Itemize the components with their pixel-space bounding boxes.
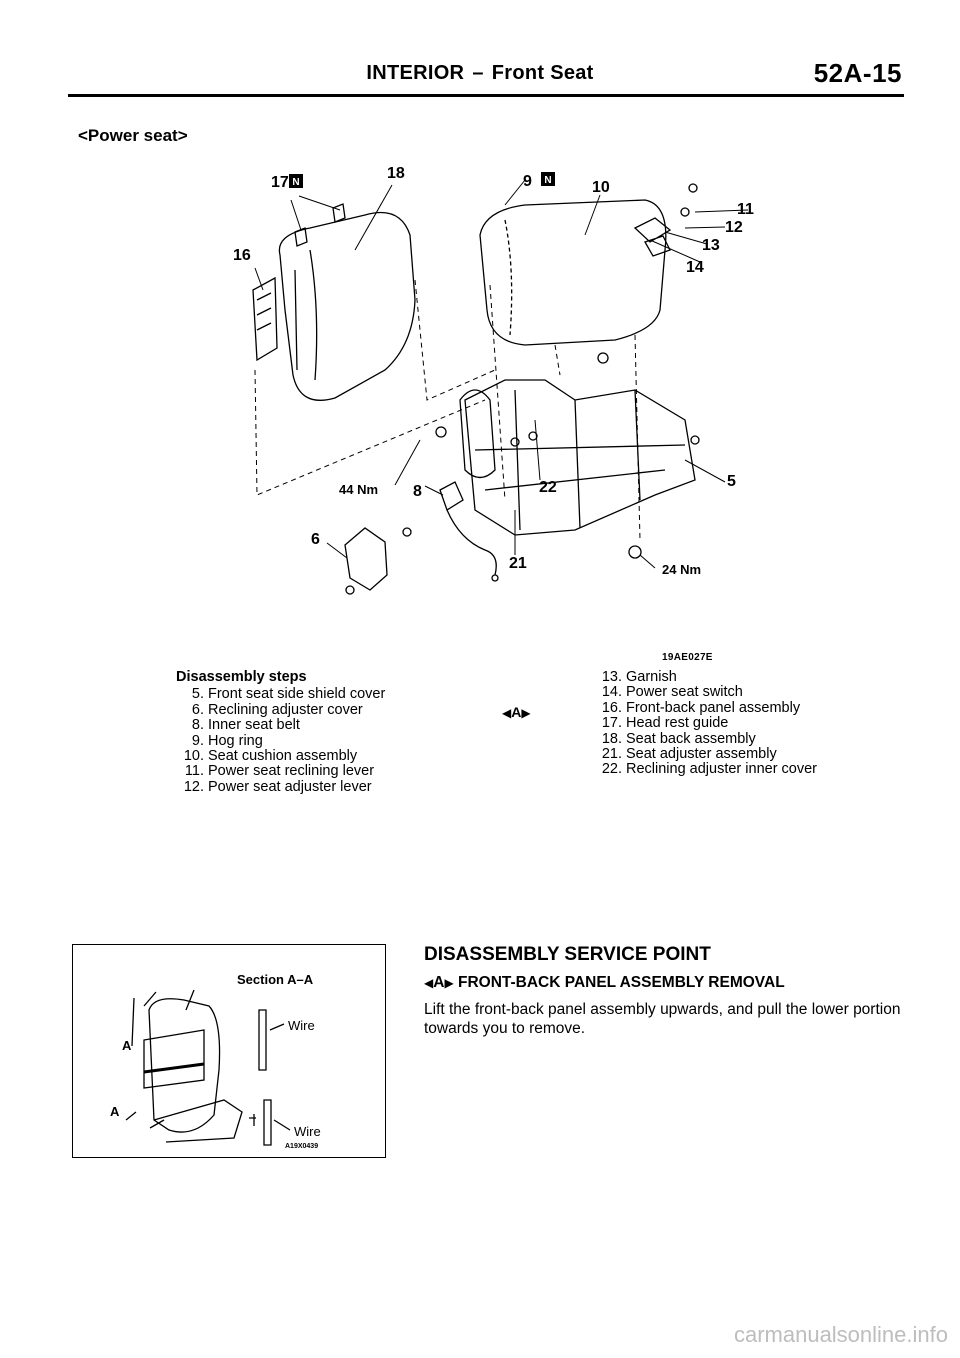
step-number: 11. [184,763,204,780]
section-view-title: Section A–A [237,972,314,987]
n-badge-17: N [292,177,299,188]
step-text: Head rest guide [626,715,729,732]
service-point-subheading: ◀A▶ FRONT-BACK PANEL ASSEMBLY REMOVAL [424,974,785,991]
callout-21: 21 [509,555,527,572]
disassembly-step: 16.Front-back panel assembly [594,699,817,716]
step-number: 22. [601,761,622,778]
step-text: Power seat switch [626,684,743,701]
callout-10: 10 [592,179,610,196]
header-divider [68,94,904,97]
callout-14: 14 [686,259,704,276]
step-text: Reclining adjuster cover [208,701,363,718]
step-text: Seat adjuster assembly [626,746,777,763]
callout-9: 9 [523,173,532,190]
step-number: 14. [601,684,622,701]
callout-12: 12 [725,219,743,236]
seat-adjuster-shape [464,379,696,536]
step-marker-a: ◀A▶ [502,704,531,720]
service-point-heading: DISASSEMBLY SERVICE POINT [424,944,711,965]
disassembly-step: 13.Garnish [594,669,817,685]
figure-code: 19AE027E [662,652,713,663]
step-text: Garnish [626,669,677,685]
front-back-panel-shape [252,276,278,362]
page-number: 52A-15 [813,58,902,88]
seat-exploded-diagram: N N 17 18 9 10 11 12 13 14 16 5 6 8 21 2… [233,165,754,595]
step-number: 16. [601,699,622,716]
disassembly-step: 21.Seat adjuster assembly [594,746,817,763]
section-view-box [72,944,386,1158]
step-text: Power seat adjuster lever [208,778,372,795]
seat-back-shape [278,211,416,401]
step-number: 10. [183,748,204,765]
disassembly-step: 9.Hog ring [176,732,385,749]
callout-18: 18 [387,165,405,182]
step-text: Front-back panel assembly [626,699,801,716]
step-text: Seat back assembly [626,730,756,747]
page-subtitle: <Power seat> [78,126,188,145]
callout-13: 13 [702,237,720,254]
disassembly-step: 14.Power seat switch [594,684,817,701]
head-rest-guide-shape [294,203,346,247]
callout-22: 22 [539,479,557,496]
n-badge-9: N [544,175,551,186]
step-text: Inner seat belt [208,717,300,734]
disassembly-step: 10.Seat cushion assembly [176,748,385,765]
callout-5: 5 [727,473,736,490]
callout-8: 8 [413,483,422,500]
reclining-adjuster-cover-shape [344,527,388,591]
step-number: 13. [601,669,622,685]
step-number: 21. [601,746,622,763]
watermark: carmanualsonline.info [733,1322,948,1347]
disassembly-step: 17.Head rest guide [594,715,817,732]
header-topic: Front Seat [491,62,594,84]
disassembly-step: 18.Seat back assembly [594,730,817,747]
callout-6: 6 [311,531,320,548]
section-view-drawing: A A Wire Wire A19X0439 [110,989,321,1150]
step-text: Seat cushion assembly [208,748,358,765]
step-number: 5. [191,686,204,703]
disassembly-step: 6.Reclining adjuster cover [176,701,385,718]
section-label-a-top: A [122,1038,132,1053]
step-text: Front seat side shield cover [208,686,386,703]
header-section: INTERIOR [366,62,465,84]
disassembly-heading: Disassembly steps [176,669,307,685]
torque-24nm: 24 Nm [662,562,701,577]
section-label-a-bottom: A [110,1104,120,1119]
step-number: 17. [601,715,622,732]
disassembly-steps-left: Disassembly steps 5.Front seat side shie… [176,669,386,795]
seat-cushion-shape [479,199,667,346]
page-header: INTERIOR–Front Seat [0,62,960,85]
service-point-body: Lift the front-back panel assembly upwar… [424,1001,901,1037]
callout-11: 11 [737,201,754,218]
step-text: Reclining adjuster inner cover [626,761,818,778]
disassembly-step: 22.Reclining adjuster inner cover [594,761,818,778]
disassembly-step: 11.Power seat reclining lever [176,763,385,780]
step-number: 6. [191,701,204,718]
disassembly-step: 12.Power seat adjuster lever [176,778,385,795]
step-text: Power seat reclining lever [208,763,375,780]
step-number: 18. [601,730,622,747]
disassembly-step: 8.Inner seat belt [176,717,385,734]
wire-label-bottom: Wire [294,1124,321,1139]
callout-17: 17 [271,174,289,191]
torque-44nm: 44 Nm [339,482,378,497]
section-figure-code: A19X0439 [285,1143,318,1150]
header-separator: – [472,62,484,84]
callout-16: 16 [233,247,251,264]
disassembly-step: 5.Front seat side shield cover [176,686,386,703]
step-number: 8. [191,717,204,734]
step-text: Hog ring [208,732,263,749]
wire-label-top: Wire [288,1018,315,1033]
step-number: 9. [191,732,204,749]
step-number: 12. [183,778,204,795]
inner-seat-belt-shape [439,481,497,576]
